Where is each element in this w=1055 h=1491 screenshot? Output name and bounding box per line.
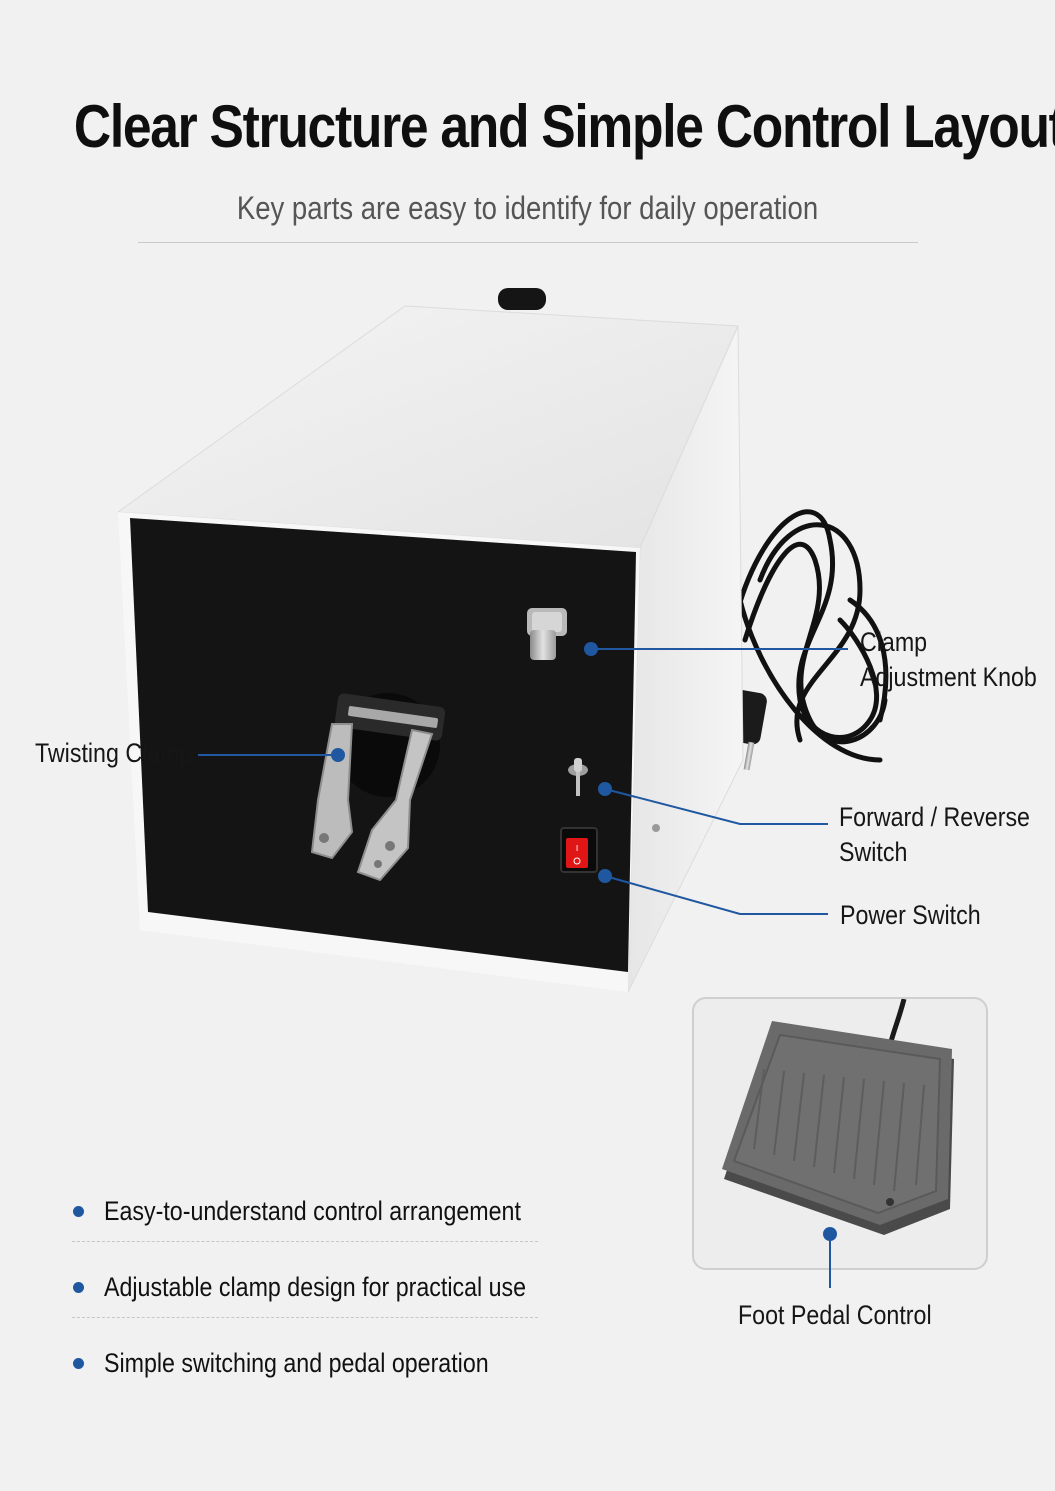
forward-reverse-toggle-icon <box>568 758 588 796</box>
power-switch-label: Power Switch <box>840 900 981 930</box>
machine-illustration: I <box>116 288 889 993</box>
bullet-icon <box>73 1281 84 1293</box>
title-divider <box>138 242 918 243</box>
clamp-adjustment-knob-icon <box>527 608 567 660</box>
power-rocker-icon: I <box>560 827 598 873</box>
bullet-icon <box>73 1357 84 1369</box>
foot-pedal-icon <box>722 999 954 1235</box>
forward-reverse-switch-label: Forward / Reverse Switch <box>839 800 1030 870</box>
forward-reverse-line1: Forward / Reverse <box>839 802 1030 832</box>
clamp-label-line2: Adjustment Knob <box>860 662 1037 692</box>
foot-pedal-callout <box>823 1227 837 1288</box>
power-cord <box>732 509 889 763</box>
feature-text: Simple switching and pedal operation <box>104 1347 489 1378</box>
feature-item: Adjustable clamp design for practical us… <box>70 1256 540 1332</box>
feature-divider <box>72 1317 538 1318</box>
bullet-icon <box>73 1205 84 1217</box>
feature-text: Easy-to-understand control arrangement <box>104 1195 521 1226</box>
page-title: Clear Structure and Simple Control Layou… <box>73 93 1055 160</box>
clamp-label-line1: Clamp <box>860 627 928 657</box>
callout-lines <box>198 648 848 915</box>
feature-divider <box>72 1241 538 1242</box>
callout-dots <box>331 642 612 883</box>
page-subtitle: Key parts are easy to identify for daily… <box>236 190 819 226</box>
twisting-clamp-label: Twisting Clamp <box>35 738 193 768</box>
clamp-adjustment-knob-label: Clamp Adjustment Knob <box>860 625 1037 695</box>
feature-text: Adjustable clamp design for practical us… <box>104 1271 527 1302</box>
foot-pedal-card <box>692 997 988 1270</box>
forward-reverse-line2: Switch <box>839 837 908 867</box>
svg-text:I: I <box>576 844 578 853</box>
feature-item: Simple switching and pedal operation <box>70 1332 540 1408</box>
feature-item: Easy-to-understand control arrangement <box>70 1180 540 1256</box>
feature-list: Easy-to-understand control arrangement A… <box>70 1180 540 1408</box>
foot-pedal-control-label: Foot Pedal Control <box>738 1300 932 1330</box>
